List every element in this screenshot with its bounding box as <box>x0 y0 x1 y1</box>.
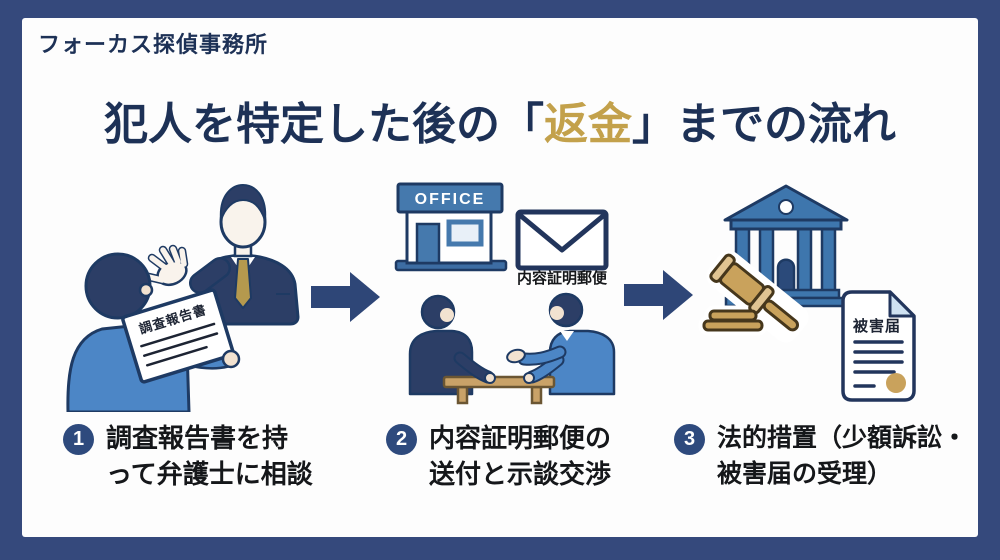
step2-caption: 2 内容証明郵便の 送付と示談交渉 <box>386 420 611 492</box>
title-highlight: 返金 <box>544 100 632 149</box>
step1-caption-line2: って弁護士に相談 <box>106 459 313 489</box>
investigation-report-document: 調査報告書 <box>121 288 235 384</box>
victim-report-label: 被害届 <box>853 317 901 335</box>
step2-caption-text: 内容証明郵便の 送付と示談交渉 <box>429 420 611 492</box>
office-sign-label: OFFICE <box>415 191 486 208</box>
gavel-icon <box>698 250 809 343</box>
brand-name: フォーカス探偵事務所 <box>38 32 269 57</box>
title-suffix: 」までの流れ <box>632 100 896 149</box>
step1-number-badge: 1 <box>63 424 94 455</box>
step2-illustration-mail-negotiation: OFFICE 内容証明郵便 <box>392 176 632 411</box>
step1-caption-line1: 調査報告書を持 <box>106 423 289 453</box>
open-hand-gesture <box>144 244 189 287</box>
step3-caption-line2: 被害届の受理） <box>717 460 893 488</box>
document-seal <box>886 373 906 393</box>
arrow-right-icon <box>624 269 694 326</box>
step1-caption: 1 調査報告書を持 って弁護士に相談 <box>63 420 313 492</box>
legal-action-scene-icon: 被害届 <box>698 184 916 402</box>
office-building-icon: OFFICE <box>394 182 508 272</box>
certified-mail-envelope-icon <box>515 209 609 271</box>
lawyer-figure <box>144 184 300 326</box>
step3-number-badge: 3 <box>674 424 705 455</box>
victim-report-document: 被害届 <box>841 290 916 402</box>
mail-negotiation-scene-icon: OFFICE 内容証明郵便 <box>394 182 616 405</box>
step2-number-badge: 2 <box>386 424 417 455</box>
step2-caption-line2: 送付と示談交渉 <box>429 459 612 489</box>
step2-caption-line1: 内容証明郵便の <box>429 423 612 453</box>
arrow-right-icon <box>311 271 381 328</box>
page-title: 犯人を特定した後の「返金」までの流れ <box>0 88 1000 152</box>
step1-caption-text: 調査報告書を持 って弁護士に相談 <box>106 420 313 492</box>
step3-caption-line1: 法的措置（少額訴訟・ <box>717 424 968 452</box>
consultation-scene-icon: 調査報告書 <box>66 184 300 414</box>
certified-mail-label: 内容証明郵便 <box>517 269 608 287</box>
step3-caption-text: 法的措置（少額訴訟・ 被害届の受理） <box>717 420 967 492</box>
title-prefix: 犯人を特定した後の「 <box>104 100 544 149</box>
negotiation-scene <box>408 292 616 405</box>
step3-illustration-legal-action: 被害届 <box>698 176 928 411</box>
step1-illustration-consultation: 調査報告書 <box>52 172 312 417</box>
step3-caption: 3 法的措置（少額訴訟・ 被害届の受理） <box>674 420 967 492</box>
client-hand <box>221 349 241 369</box>
